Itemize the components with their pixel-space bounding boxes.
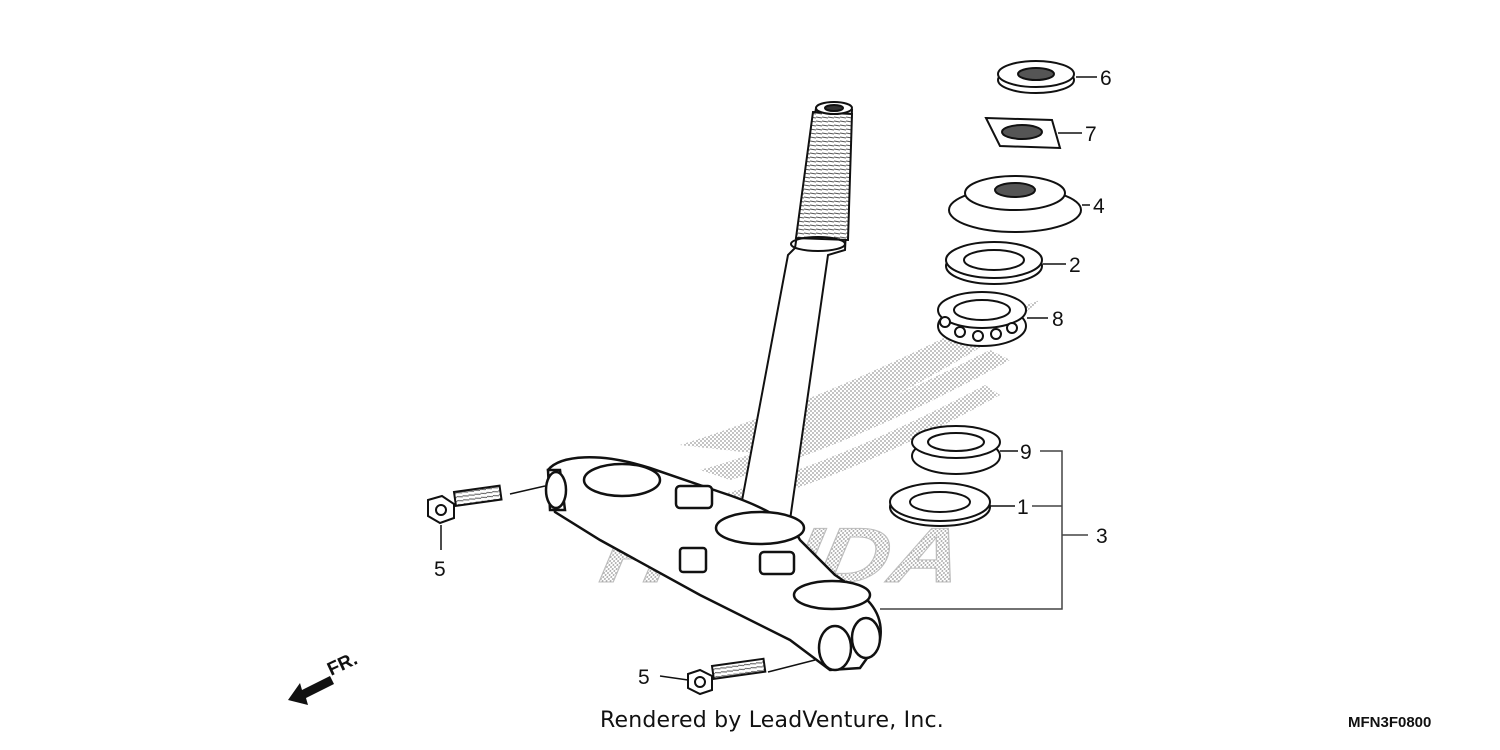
callout-2: 2 [1069,254,1081,277]
callout-8: 8 [1052,308,1064,331]
callout-6: 6 [1100,67,1112,90]
callout-1: 1 [1017,496,1029,519]
lower-triple-clamp [544,456,883,672]
callout-5-lower: 5 [638,666,650,689]
lock-nut-6 [997,60,1097,94]
callout-4: 4 [1093,195,1105,218]
callout-9: 9 [1020,441,1032,464]
bearing-set-bracket [880,450,1088,610]
upper-bearing-8 [937,291,1048,347]
callout-5-upper: 5 [434,558,446,581]
render-credit: Rendered by LeadVenture, Inc. [600,708,944,733]
front-direction-arrow: FR. [288,649,361,705]
front-direction-label: FR. [324,649,361,681]
lock-washer-7 [984,116,1082,150]
dust-seal-2 [945,241,1066,285]
lower-dust-seal-1 [889,482,1015,527]
lower-bearing-9 [911,425,1018,475]
diagram-code: MFN3F0800 [1348,714,1432,731]
bolt-lower [659,657,816,696]
callout-3: 3 [1096,525,1108,548]
bolt-upper [427,484,546,550]
adjusting-nut-4 [948,175,1090,233]
callout-7: 7 [1085,123,1097,146]
